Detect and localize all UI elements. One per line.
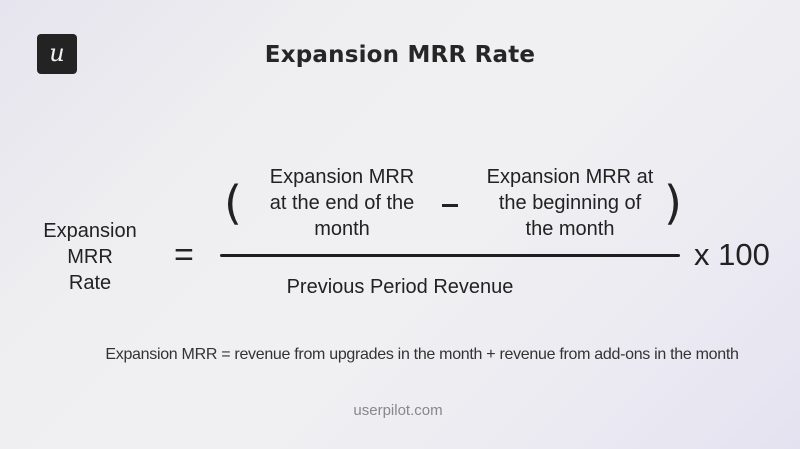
open-parenthesis: ( xyxy=(224,176,242,230)
term-line: month xyxy=(314,218,370,240)
term-line: Expansion MRR at xyxy=(486,166,654,188)
term-line: Expansion MRR xyxy=(269,166,415,188)
footer-url: userpilot.com xyxy=(353,402,443,419)
multiplier: x 100 xyxy=(694,237,770,272)
term-line: the month xyxy=(525,218,615,240)
term-line: at the end of the xyxy=(269,192,415,214)
close-parenthesis: ) xyxy=(664,176,682,230)
fraction-bar xyxy=(220,254,680,257)
numerator-term-end: Expansion MRR at the end of the month xyxy=(254,164,430,242)
definition-note: Expansion MRR = revenue from upgrades in… xyxy=(105,346,739,363)
page-title: Expansion MRR Rate xyxy=(264,42,536,68)
term-line: the beginning of xyxy=(498,192,642,214)
minus-operator xyxy=(442,204,458,207)
lhs-line: Expansion xyxy=(43,220,137,242)
formula-lhs: Expansion MRR Rate xyxy=(40,218,140,296)
userpilot-logo: u xyxy=(37,34,77,74)
logo-u-icon: u xyxy=(49,38,65,67)
numerator-term-beginning: Expansion MRR at the beginning of the mo… xyxy=(472,164,668,242)
equals-sign: = xyxy=(174,236,194,274)
lhs-line: MRR xyxy=(67,246,113,268)
denominator: Previous Period Revenue xyxy=(286,276,514,298)
lhs-line: Rate xyxy=(68,272,112,294)
